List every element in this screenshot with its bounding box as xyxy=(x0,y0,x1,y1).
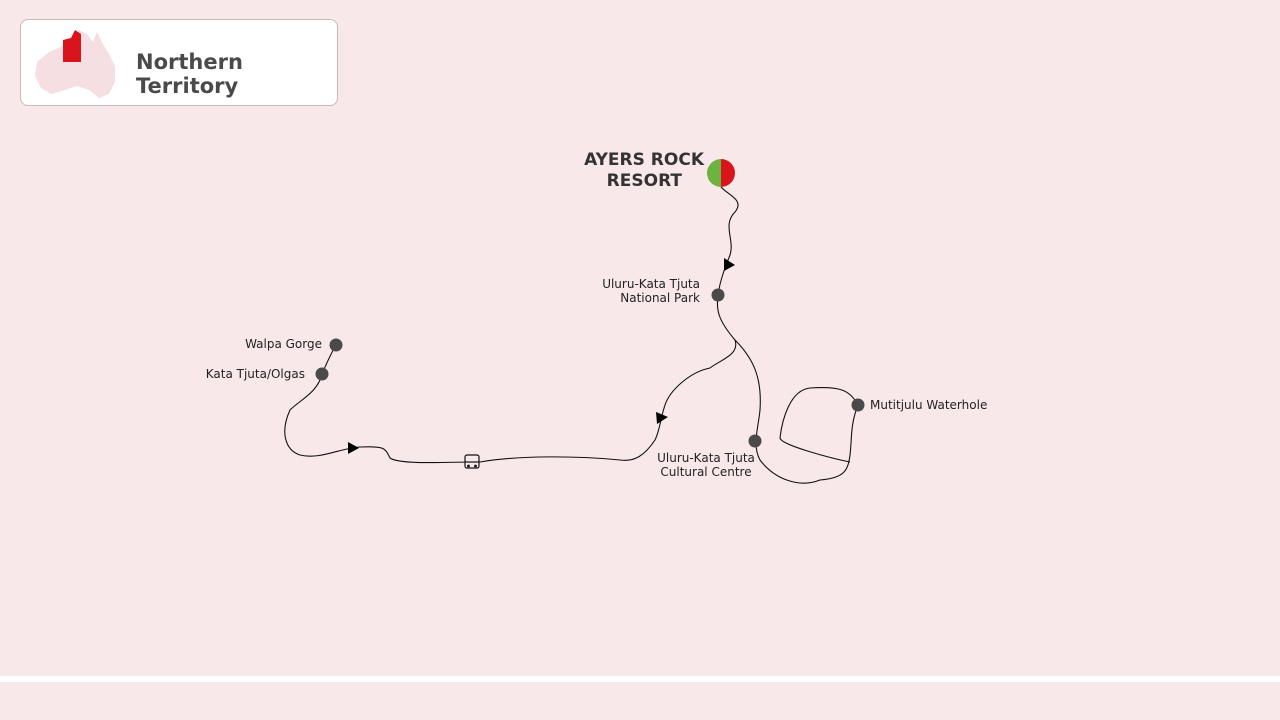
origin-label: AYERS ROCK RESORT xyxy=(560,150,704,192)
stop-marker-national-park[interactable] xyxy=(711,288,725,302)
cultural-centre-line1: Uluru-Kata Tjuta xyxy=(657,451,755,465)
national-park-line1: Uluru-Kata Tjuta xyxy=(602,277,700,291)
arrow-icon xyxy=(724,258,735,271)
bottom-divider xyxy=(0,676,1280,682)
waterhole-label: Mutitjulu Waterhole xyxy=(870,398,988,412)
cultural-centre-label: Uluru-Kata Tjuta Cultural Centre xyxy=(636,451,776,479)
origin-label-line1: AYERS ROCK xyxy=(584,150,704,170)
arrow-icon xyxy=(348,442,359,454)
arrow-icon xyxy=(656,412,668,424)
cultural-centre-line2: Cultural Centre xyxy=(660,465,752,479)
route-line xyxy=(734,339,859,484)
national-park-label: Uluru-Kata Tjuta National Park xyxy=(560,277,700,305)
stop-marker-cultural-centre[interactable] xyxy=(748,434,762,448)
national-park-line2: National Park xyxy=(620,291,700,305)
region-card: Northern Territory xyxy=(20,19,338,106)
kata-tjuta-label: Kata Tjuta/Olgas xyxy=(205,367,305,381)
australia-map-icon xyxy=(35,30,115,98)
route-line xyxy=(284,186,739,464)
region-title: Northern Territory xyxy=(136,50,243,98)
origin-label-line2: RESORT xyxy=(606,171,682,191)
stop-marker-walpa[interactable] xyxy=(329,338,343,352)
bus-icon xyxy=(464,454,480,469)
walpa-label: Walpa Gorge xyxy=(245,337,322,351)
stop-marker-waterhole[interactable] xyxy=(851,398,865,412)
origin-marker[interactable] xyxy=(707,159,735,187)
stop-marker-kata-tjuta[interactable] xyxy=(315,367,329,381)
